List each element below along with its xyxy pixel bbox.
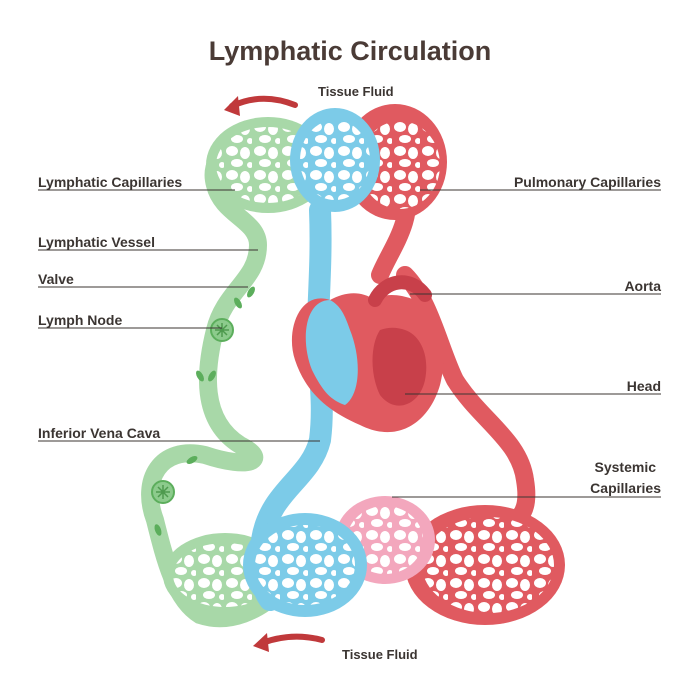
- label-lymphatic-capillaries: Lymphatic Capillaries: [38, 174, 183, 190]
- label-head: Head: [626, 378, 661, 394]
- heart: [291, 275, 444, 433]
- label-valve: Valve: [38, 271, 74, 287]
- venous-system: [243, 108, 380, 617]
- arrow-head-bottom: [253, 633, 269, 652]
- label-lymphatic-vessel: Lymphatic Vessel: [38, 234, 155, 250]
- flow-arrow-top: [229, 95, 298, 109]
- label-inferior-vena-cava: Inferior Vena Cava: [38, 425, 161, 441]
- arrow-head-top: [224, 96, 240, 116]
- aortic-arch: [368, 275, 432, 307]
- valve-icons: [154, 286, 255, 536]
- tissue-fluid-bottom-label: Tissue Fluid: [342, 647, 418, 662]
- label-lymph-node: Lymph Node: [38, 312, 123, 328]
- lymph-node-icon-lower: [151, 480, 175, 504]
- label-systemic-capillaries-line1: Systemic: [594, 459, 656, 475]
- label-aorta: Aorta: [624, 278, 661, 294]
- leader-lines: [38, 189, 661, 498]
- lymph-node-icon: [210, 318, 234, 342]
- arterial-system: [335, 104, 565, 625]
- label-pulmonary-capillaries: Pulmonary Capillaries: [513, 174, 661, 190]
- diagram-title: Lymphatic Circulation: [208, 36, 492, 66]
- tissue-fluid-top-label: Tissue Fluid: [318, 84, 394, 99]
- label-systemic-capillaries-line2: Capillaries: [590, 480, 661, 496]
- flow-arrow-bottom: [259, 633, 325, 646]
